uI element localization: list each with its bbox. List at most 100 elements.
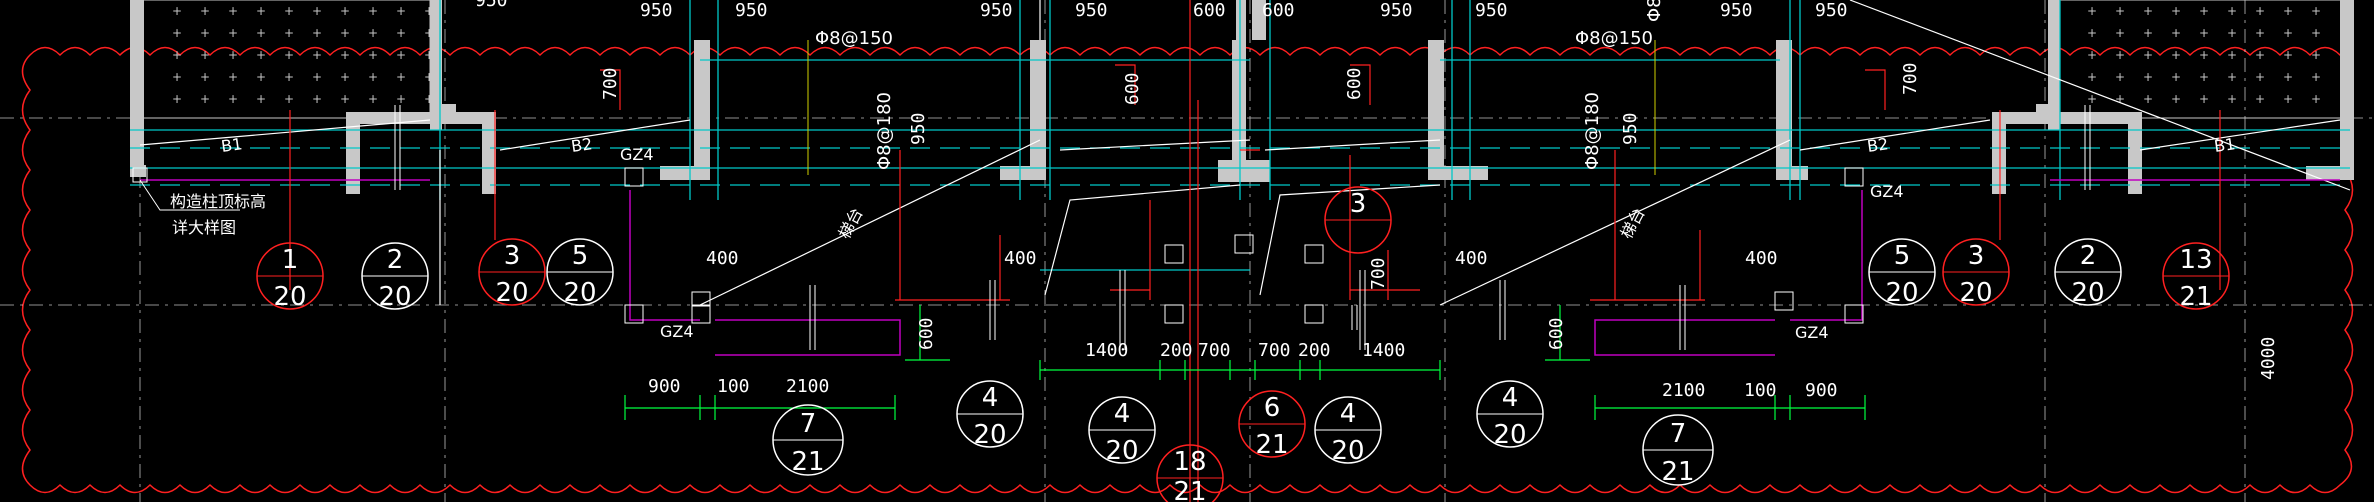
hatch-mark: + (228, 4, 238, 18)
hatch-mark: + (340, 26, 350, 40)
bubble-16-top: 2 (2080, 241, 2097, 271)
hatch-mark: + (2283, 48, 2293, 62)
column-markers (132, 167, 1864, 324)
slab-label-b2-left: B2 (570, 134, 594, 156)
hatch-mark: + (2171, 26, 2181, 40)
hatch-mark: + (2087, 26, 2097, 40)
vdim-4000: 4000 (2258, 337, 2279, 380)
bubble-7-top: 4 (1114, 399, 1131, 429)
hatch-mark: + (2171, 48, 2181, 62)
bubble-15-top: 3 (1968, 241, 1985, 271)
hatch-mark: + (2311, 26, 2321, 40)
detail-bubble-3[interactable]: 3 20 (478, 238, 546, 308)
hatch-mark: + (228, 26, 238, 40)
dimension-ticks (394, 105, 2091, 350)
hatch-mark: + (2255, 70, 2265, 84)
bottom-dim-1400-left: 1400 (1085, 340, 1128, 361)
hatch-mark: + (2311, 92, 2321, 106)
hatch-mark: + (424, 26, 434, 40)
bottom-dim-100-right: 100 (1744, 380, 1777, 401)
detail-bubble-8[interactable]: 6 21 (1238, 390, 1306, 460)
bubble-4-bottom: 20 (563, 278, 596, 308)
hatch-mark: + (368, 48, 378, 62)
bottom-dim-700-left: 700 (1198, 340, 1231, 361)
bubble-6-top: 4 (982, 383, 999, 413)
magenta-outlines (140, 179, 2340, 356)
hatch-mark: + (396, 48, 406, 62)
bubble-8-top: 6 (1264, 393, 1281, 423)
vdim-700-right: 700 (1900, 62, 1921, 95)
detail-bubble-4[interactable]: 5 20 (546, 238, 614, 308)
hatch-mark: + (284, 70, 294, 84)
detail-bubble-16[interactable]: 2 20 (2054, 238, 2122, 308)
hatch-mark: + (172, 70, 182, 84)
vdim-600-bottom-left: 600 (916, 317, 937, 350)
wall-pit-right-top (1992, 112, 2142, 124)
hatch-mark: + (200, 92, 210, 106)
slab-label-b1-left: B1 (220, 134, 244, 156)
vdim-700-mid: 700 (1368, 257, 1389, 290)
detail-bubble-12[interactable]: 4 20 (1476, 380, 1544, 450)
hatch-mark: + (200, 26, 210, 40)
bubble-16-bottom: 20 (2071, 278, 2104, 308)
detail-bubble-2[interactable]: 2 20 (361, 242, 429, 312)
bubble-11-bottom: 21 (1173, 477, 1206, 502)
hatch-mark: + (340, 70, 350, 84)
hatch-mark: + (368, 70, 378, 84)
top-dim-11: 950 (475, 0, 508, 11)
wall-right-edge (2340, 0, 2354, 180)
hatch-mark: + (228, 70, 238, 84)
top-dim-8: 950 (1475, 0, 1508, 21)
vdim-700-left: 700 (600, 67, 621, 100)
hatch-mark: + (2115, 4, 2125, 18)
wall-core-left (1232, 40, 1246, 180)
detail-bubble-9[interactable]: 4 20 (1314, 396, 1382, 466)
hatch-mark: + (368, 4, 378, 18)
hatch-mark: + (340, 92, 350, 106)
hatch-mark: + (2087, 70, 2097, 84)
hatch-mark: + (256, 48, 266, 62)
hatch-mark: + (2283, 92, 2293, 106)
detail-bubble-1[interactable]: 1 20 (256, 242, 324, 312)
detail-bubble-5[interactable]: 7 21 (772, 404, 844, 477)
hatch-mark: + (368, 26, 378, 40)
rebar-label-top-vert: Φ8 (1644, 0, 1665, 22)
bubble-5-bottom: 21 (791, 447, 824, 477)
detail-bubble-17[interactable]: 13 21 (2162, 242, 2230, 312)
stair-label-left: 梯台 (835, 205, 867, 242)
hatch-mark: + (396, 92, 406, 106)
bottom-dim-2100-right: 2100 (1662, 380, 1705, 401)
column-label-gz4-c: GZ4 (1870, 182, 1904, 201)
hatch-mark: + (2227, 48, 2237, 62)
bubble-2-top: 2 (387, 245, 404, 275)
top-dim-5: 600 (1193, 0, 1226, 21)
rebar-label-left-vert: Φ8@180 (874, 92, 895, 170)
hatch-mark: + (2115, 92, 2125, 106)
detail-bubble-6[interactable]: 4 20 (956, 380, 1024, 450)
green-dimension-lines (624, 305, 1866, 420)
bubble-10-top: 3 (1350, 189, 1367, 219)
wall-pit-left-top (346, 112, 496, 124)
hatch-mark: + (2311, 4, 2321, 18)
detail-bubble-14[interactable]: 5 20 (1868, 238, 1936, 308)
detail-bubble-13[interactable]: 7 21 (1642, 414, 1714, 487)
hatch-mark: + (2227, 4, 2237, 18)
side-dim-400-right: 400 (1745, 248, 1778, 269)
detail-bubble-7[interactable]: 4 20 (1088, 396, 1156, 466)
yellow-lines (807, 40, 1656, 175)
column-label-gz4-d: GZ4 (1795, 323, 1829, 342)
detail-bubble-15[interactable]: 3 20 (1942, 238, 2010, 308)
detail-bubble-11[interactable]: 18 21 (1156, 444, 1224, 502)
hatch-mark: + (396, 70, 406, 84)
hatch-mark: + (2143, 4, 2153, 18)
stair-label-right: 梯台 (1617, 205, 1649, 242)
bubble-13-top: 7 (1670, 419, 1687, 449)
rebar-label-right-vert: Φ8@180 (1582, 92, 1603, 170)
bubble-3-bottom: 20 (495, 278, 528, 308)
hatch-mark: + (312, 48, 322, 62)
hatch-mark: + (284, 26, 294, 40)
walls (130, 0, 2354, 194)
detail-bubble-10[interactable]: 3 (1324, 186, 1392, 254)
bubble-9-bottom: 20 (1331, 436, 1364, 466)
